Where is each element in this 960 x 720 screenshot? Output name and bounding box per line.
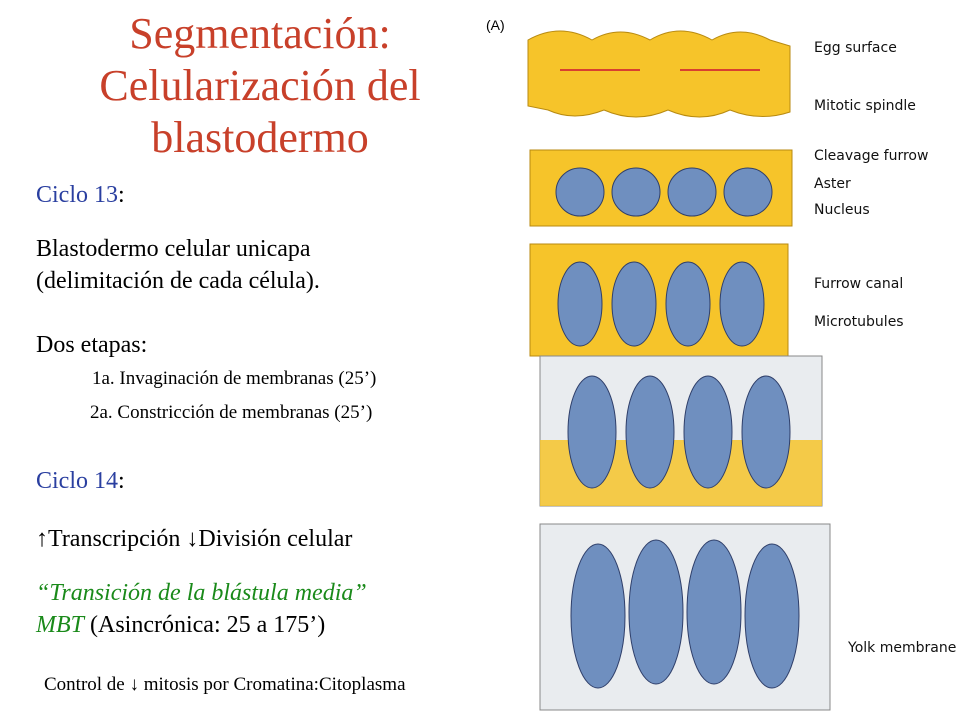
transicion-blastula-media: “Transición de la blástula media”: [36, 580, 367, 606]
label-aster: Aster: [814, 176, 851, 192]
ciclo-14-label: Ciclo 14: [36, 468, 118, 494]
dos-etapas: Dos etapas:: [36, 332, 148, 358]
stage-5-nucleus-3: [686, 539, 742, 685]
stage-5-nucleus-4: [744, 543, 800, 689]
stage-4-nucleus-3: [683, 375, 733, 489]
stage-4-nucleus-1: [567, 375, 617, 489]
title-line-3: blastodermo: [151, 113, 369, 162]
title-line-2: Celularización del: [99, 61, 421, 110]
stage-5-cellular: [539, 523, 831, 711]
stage-5-nucleus-2: [628, 539, 684, 685]
stage-1-yolk: [527, 30, 791, 118]
transcripcion-division: ↑Transcripción ↓División celular: [36, 526, 353, 552]
stage-3-nucleus-4: [719, 261, 765, 347]
etapa-2: 2a. Constricción de membranas (25’): [90, 402, 373, 423]
label-furrow-canal: Furrow canal: [814, 276, 903, 292]
mbt-rest: (Asincrónica: 25 a 175’): [84, 612, 326, 638]
stage-3-nucleus-3: [665, 261, 711, 347]
mbt-abbr: MBT: [36, 612, 84, 638]
label-cleavage-furrow: Cleavage furrow: [814, 148, 928, 164]
ciclo-13-heading: Ciclo 13:: [36, 182, 125, 209]
stage-5-nucleus-1: [570, 543, 626, 689]
control-mitosis: Control de ↓ mitosis por Cromatina:Citop…: [44, 674, 406, 695]
label-yolk-membrane: Yolk membrane: [847, 640, 956, 656]
stage-2-cleavage: [529, 149, 793, 227]
slide-title: Segmentación: Celularización del blastod…: [40, 8, 480, 164]
title-line-1: Segmentación:: [129, 9, 391, 58]
celularization-figure: (A) Egg surface Mitoti: [486, 17, 956, 711]
ciclo-13-colon: :: [118, 182, 125, 208]
label-egg-surface: Egg surface: [814, 40, 897, 56]
stage-3-furrow: [529, 243, 789, 357]
etapa-1: 1a. Invaginación de membranas (25’): [92, 368, 377, 389]
label-nucleus: Nucleus: [814, 202, 870, 218]
label-microtubules: Microtubules: [814, 314, 904, 330]
blastodermo-line-1: Blastodermo celular unicapa: [36, 236, 311, 262]
stage-3-nucleus-1: [557, 261, 603, 347]
blastodermo-line-2: (delimitación de cada célula).: [36, 268, 320, 294]
stage-2-nucleus-4: [723, 167, 773, 217]
stage-4-nucleus-4: [741, 375, 791, 489]
stage-1-syncytium: [527, 30, 791, 118]
stage-4-nucleus-2: [625, 375, 675, 489]
label-mitotic-spindle: Mitotic spindle: [814, 98, 916, 114]
ciclo-14-heading: Ciclo 14:: [36, 468, 125, 495]
panel-label: (A): [486, 17, 505, 33]
stage-3-nucleus-2: [611, 261, 657, 347]
stage-4-invagination: [539, 355, 823, 507]
ciclo-14-colon: :: [118, 468, 125, 494]
stage-2-nucleus-1: [555, 167, 605, 217]
mbt-line: MBT (Asincrónica: 25 a 175’): [36, 612, 325, 639]
ciclo-13-label: Ciclo 13: [36, 182, 118, 208]
stage-2-nucleus-2: [611, 167, 661, 217]
stage-2-nucleus-3: [667, 167, 717, 217]
